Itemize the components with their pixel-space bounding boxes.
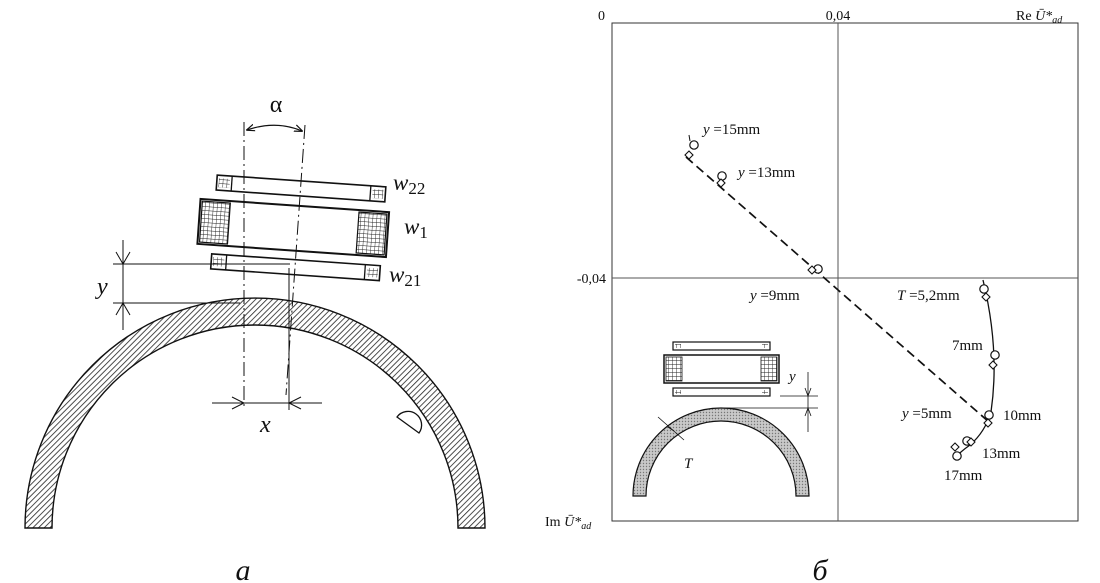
x-axis-label: Re Ū*ad [1016,8,1063,26]
marker-y9 [807,264,823,275]
inset-pipe [632,407,810,497]
coil-w21-label: w21 [389,262,421,290]
coil-assembly [196,174,391,282]
x-origin-label: 0 [598,9,605,24]
panel-a-caption: а [236,554,251,583]
gap-series-curve [685,156,990,423]
label-y5: y =5mm [900,406,952,422]
thickness-series-curve [954,279,995,459]
marker-t13 [962,436,976,447]
marker-t52 [979,284,991,302]
label-t10: 10mm [1003,408,1042,424]
coil-w1 [196,197,391,259]
label-y13: y =13mm [736,165,796,181]
offset-label: x [259,412,271,438]
pipe-wall [24,297,486,529]
inset-coil-lower [672,387,771,397]
label-t7: 7mm [952,338,983,354]
y-tick-label: -0,04 [577,272,606,287]
plot-frame [611,22,1079,522]
inset-gap-label: y [787,369,796,385]
label-t52: T =5,2mm [897,288,960,304]
inset-thickness-label: T [684,456,694,472]
alpha-arc [247,125,302,131]
marker-y13 [716,171,727,188]
gap-label: y [95,274,108,300]
panel-b-hodograph: 0 0,04 Re Ū*ad -0,04 Im Ū*ad [545,8,1079,583]
label-t13: 13mm [982,446,1021,462]
label-y15: y =15mm [701,122,761,138]
y-axis-label: Im Ū*ad [545,514,592,532]
marker-t7 [988,350,1000,370]
label-y9: y =9mm [748,288,800,304]
inset-coil-upper [672,341,771,351]
inset-coil-main [663,354,780,384]
marker-t17 [950,442,962,461]
coil-w22-label: w22 [393,170,425,198]
marker-t10 [983,410,994,428]
x-tick-label: 0,04 [826,9,851,24]
alpha-label: α [270,92,283,118]
coil-w1-label: w1 [404,214,428,242]
panel-b-caption: б [812,554,828,583]
marker-y15 [684,134,699,160]
label-t17: 17mm [944,468,983,484]
panel-a-sensor-geometry: α y x w22 w1 w21 а [24,92,486,583]
pipe-defect [396,410,423,434]
inset-sketch: y T [632,341,818,497]
